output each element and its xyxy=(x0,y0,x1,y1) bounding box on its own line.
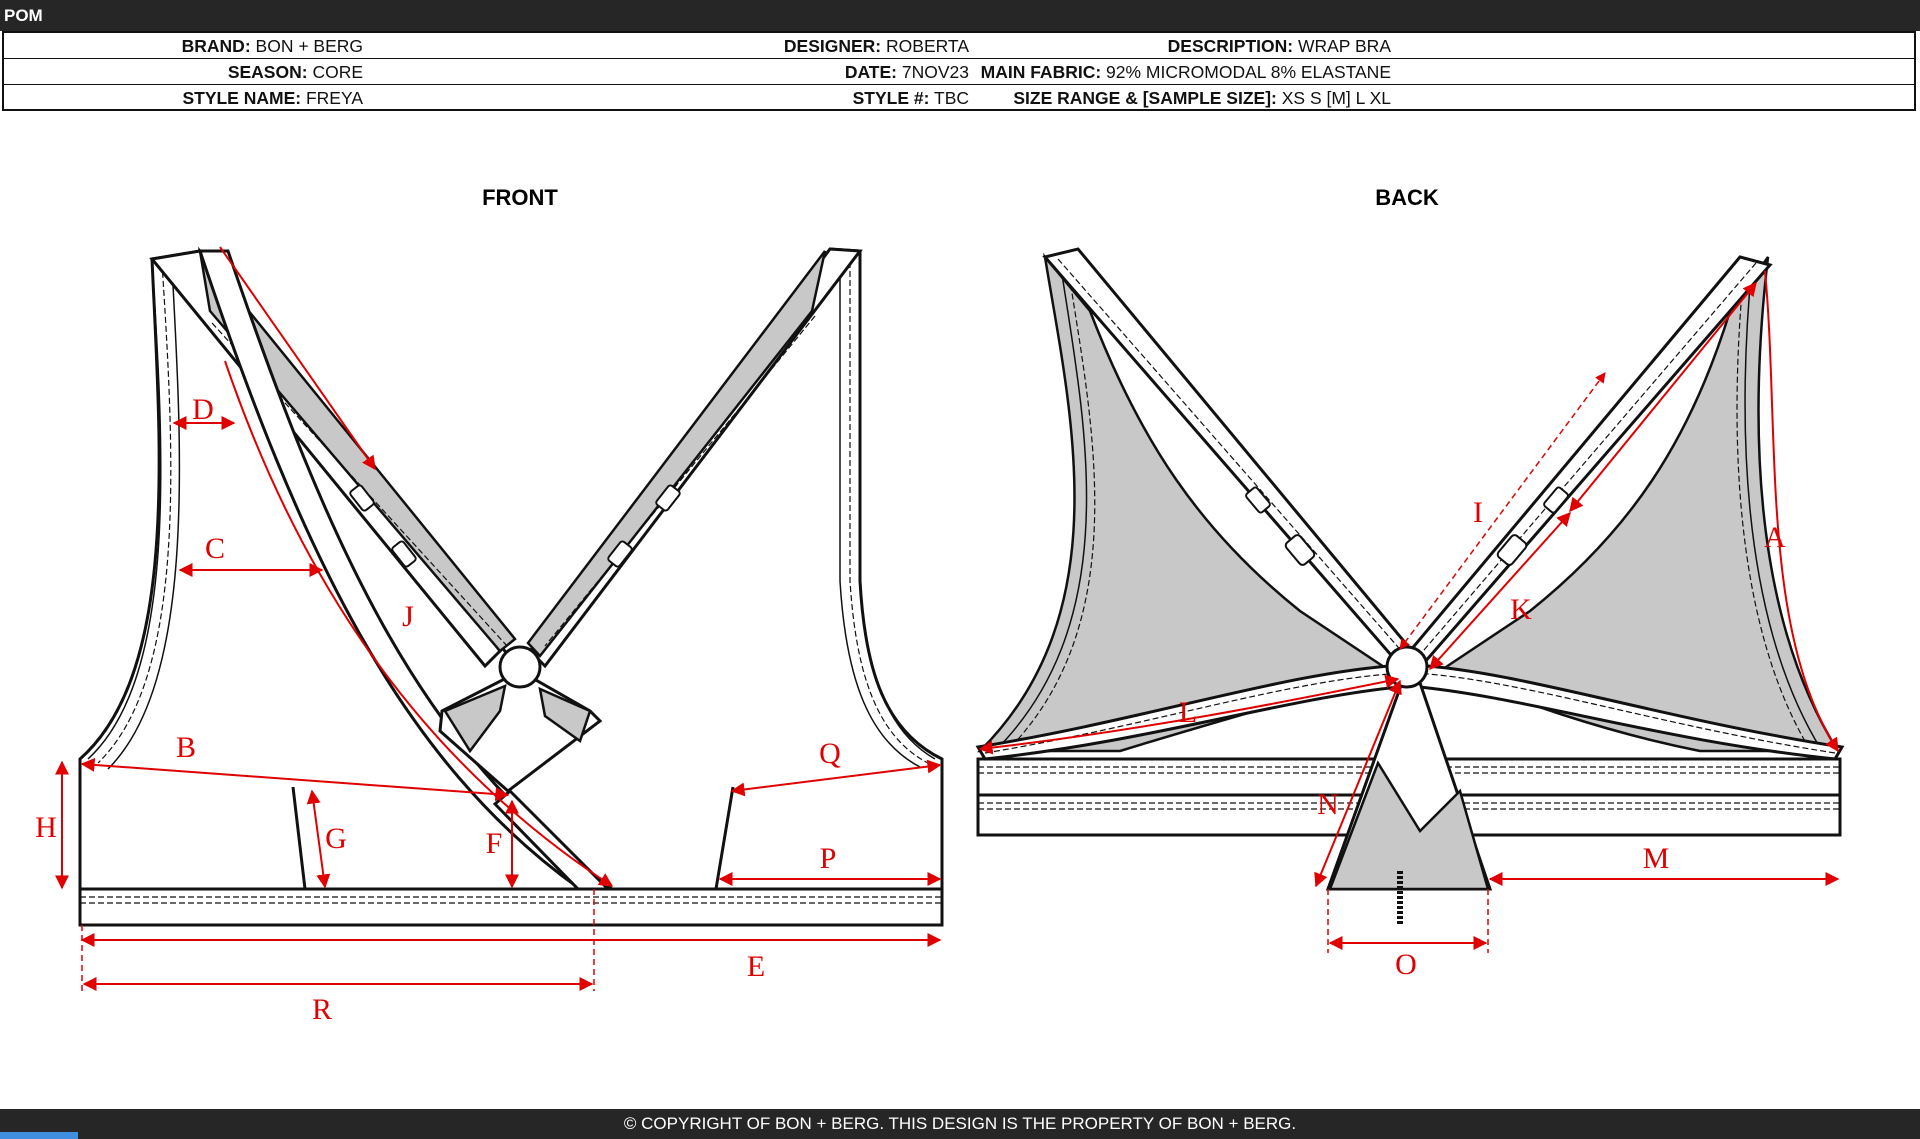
pom-label-o: O xyxy=(1395,948,1417,981)
spec-cell-brand: BRAND: BON + BERG xyxy=(182,33,363,59)
pom-label-l: L xyxy=(1179,696,1197,729)
spec-cell-size-range: SIZE RANGE & [SAMPLE SIZE]: XS S [M] L X… xyxy=(1013,85,1391,111)
pom-label-b: B xyxy=(176,731,196,764)
pom-label-g: G xyxy=(325,822,347,855)
footer-bar: © COPYRIGHT OF BON + BERG. THIS DESIGN I… xyxy=(0,1109,1920,1139)
header-bar: POM xyxy=(0,0,1920,31)
front-band xyxy=(78,887,944,927)
copyright-notice: © COPYRIGHT OF BON + BERG. THIS DESIGN I… xyxy=(623,1114,1297,1133)
spec-label: DATE: xyxy=(844,62,897,82)
back-view-title: BACK xyxy=(1375,185,1439,210)
header-title: POM xyxy=(4,6,43,25)
spec-row: STYLE NAME: FREYA STYLE #: TBC SIZE RANG… xyxy=(4,85,1914,111)
pom-label-c: C xyxy=(205,532,225,565)
back-garment xyxy=(975,247,1845,926)
pom-label-f: F xyxy=(486,827,503,860)
spec-value: 7NOV23 xyxy=(901,62,969,82)
footer-accent xyxy=(0,1132,78,1139)
spec-row: SEASON: CORE DATE: 7NOV23 MAIN FABRIC: 9… xyxy=(4,59,1914,85)
pom-label-k: K xyxy=(1510,593,1532,626)
pom-label-r: R xyxy=(312,993,332,1026)
spec-value: CORE xyxy=(312,62,363,82)
spec-value: BON + BERG xyxy=(255,36,363,56)
pom-label-e: E xyxy=(747,950,765,983)
spec-cell-designer: DESIGNER: ROBERTA xyxy=(784,33,969,59)
front-centre-ring xyxy=(498,645,542,689)
front-view-title: FRONT xyxy=(482,185,558,210)
spec-table: BRAND: BON + BERG DESIGNER: ROBERTA DESC… xyxy=(2,31,1916,111)
spec-value: WRAP BRA xyxy=(1297,36,1391,56)
spec-label: BRAND: xyxy=(181,36,251,56)
spec-cell-style-number: STYLE #: TBC xyxy=(853,85,969,111)
spec-label: DESCRIPTION: xyxy=(1167,36,1294,56)
pom-label-n: N xyxy=(1317,788,1339,821)
spec-label: STYLE NAME: xyxy=(182,88,302,108)
spec-label: STYLE #: xyxy=(852,88,930,108)
back-measurements xyxy=(978,270,1840,953)
pom-label-p: P xyxy=(820,842,837,875)
pom-label-h: H xyxy=(35,811,57,844)
spec-label: SIZE RANGE & [SAMPLE SIZE]: xyxy=(1013,88,1277,108)
pom-label-q: Q xyxy=(819,737,841,770)
point-of-measure-labels: D C J B H G F Q P E R A I K L N M O xyxy=(35,393,1786,1026)
spec-value: 92% MICROMODAL 8% ELASTANE xyxy=(1106,62,1391,82)
pom-label-i: I xyxy=(1473,496,1483,529)
pom-label-d: D xyxy=(192,393,214,426)
spec-row: BRAND: BON + BERG DESIGNER: ROBERTA DESC… xyxy=(4,33,1914,59)
spec-label: DESIGNER: xyxy=(783,36,882,56)
spec-cell-main-fabric: MAIN FABRIC: 92% MICROMODAL 8% ELASTANE xyxy=(981,59,1391,85)
spec-cell-date: DATE: 7NOV23 xyxy=(845,59,969,85)
pom-label-a: A xyxy=(1764,521,1786,554)
spec-cell-description: DESCRIPTION: WRAP BRA xyxy=(1168,33,1391,59)
spec-value: XS S [M] L XL xyxy=(1281,88,1391,108)
spec-cell-season: SEASON: CORE xyxy=(228,59,363,85)
front-measurements xyxy=(55,246,942,991)
spec-value: FREYA xyxy=(305,88,363,108)
pom-label-m: M xyxy=(1643,842,1670,875)
spec-label: MAIN FABRIC: xyxy=(980,62,1102,82)
front-garment xyxy=(78,246,944,927)
spec-label: SEASON: xyxy=(227,62,308,82)
pom-label-j: J xyxy=(402,600,414,633)
spec-value: TBC xyxy=(934,88,969,108)
spec-cell-style-name: STYLE NAME: FREYA xyxy=(182,85,363,111)
technical-drawing: FRONT BACK xyxy=(35,185,1845,1026)
spec-value: ROBERTA xyxy=(886,36,969,56)
